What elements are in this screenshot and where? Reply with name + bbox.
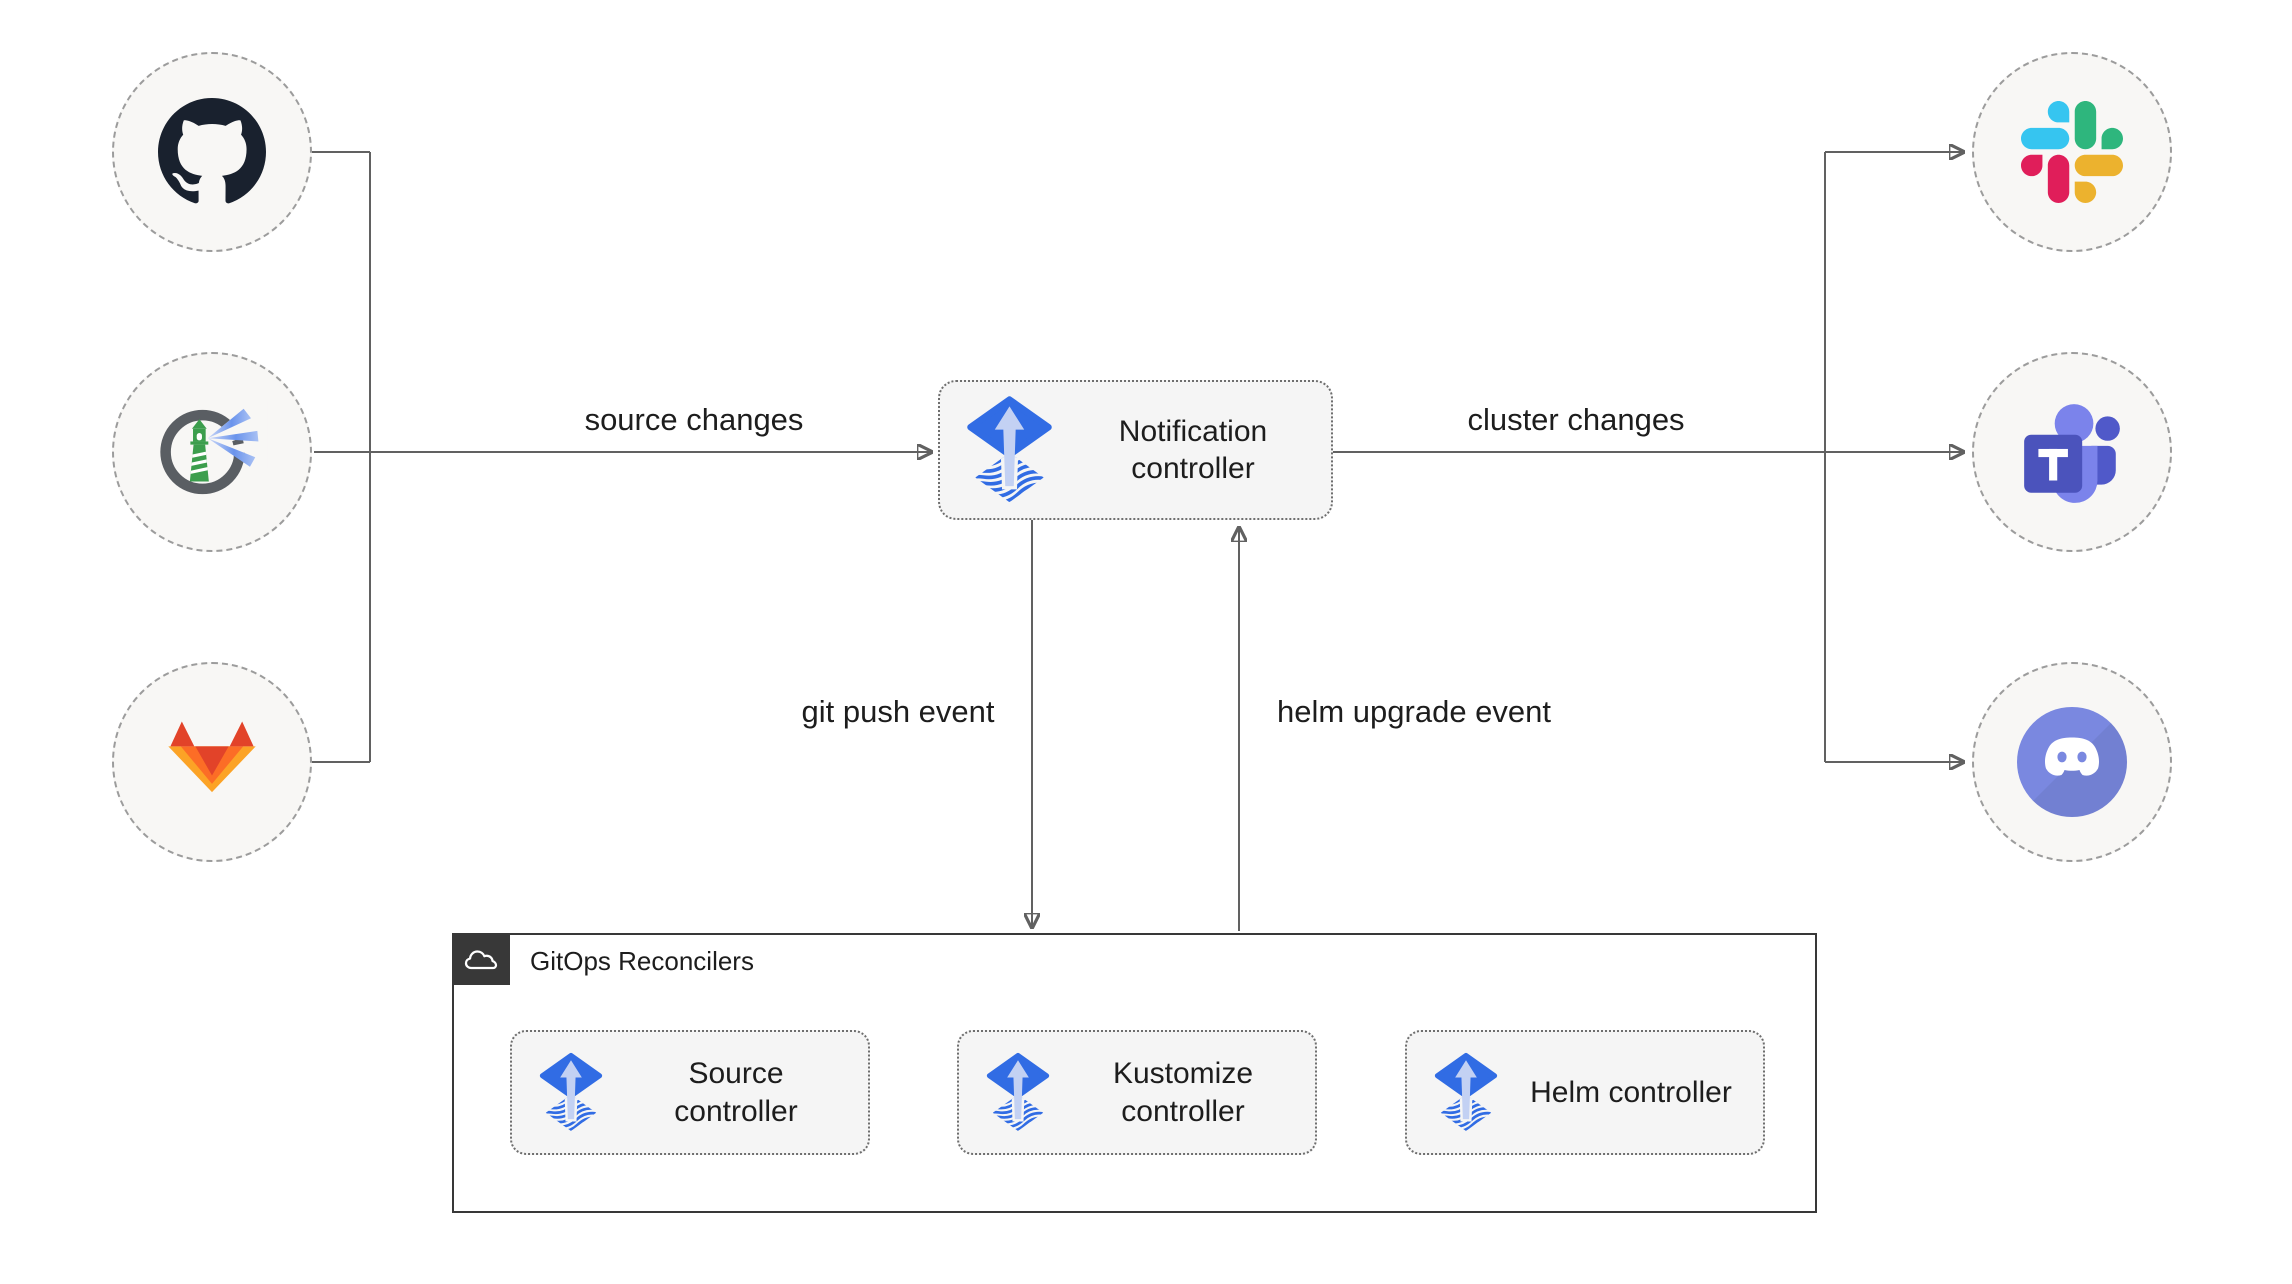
edge-label-source-changes: source changes xyxy=(584,402,804,437)
source-controller-node: Source controller xyxy=(510,1030,870,1155)
github-icon xyxy=(158,98,266,204)
harbor-icon xyxy=(160,399,268,495)
flux-icon xyxy=(536,1051,606,1134)
source-controller-label: Source controller xyxy=(674,1057,798,1128)
flux-icon xyxy=(962,394,1057,506)
teams-icon xyxy=(2024,404,2120,503)
edge-label-git-push-event: git push event xyxy=(801,694,995,729)
flux-icon xyxy=(983,1051,1053,1134)
flux-icon xyxy=(1431,1051,1501,1134)
notification-controller-node: Notification controller xyxy=(938,380,1333,520)
gitops-reconcilers-container: GitOps Reconcilers Source controller Kus… xyxy=(452,933,1817,1213)
kustomize-controller-label: Kustomize controller xyxy=(1112,1057,1254,1128)
slack-icon xyxy=(2021,101,2123,203)
github-node xyxy=(112,52,312,252)
gitops-title: GitOps Reconcilers xyxy=(530,945,754,976)
harbor-node xyxy=(112,352,312,552)
cloud-icon xyxy=(464,950,498,970)
notification-controller-label: Notification controller xyxy=(1118,414,1268,486)
teams-node xyxy=(1972,352,2172,552)
gitlab-node xyxy=(112,662,312,862)
edge-label-helm-upgrade-event: helm upgrade event xyxy=(1276,694,1552,729)
slack-node xyxy=(1972,52,2172,252)
helm-controller-label: Helm controller xyxy=(1530,1075,1732,1109)
gitlab-icon xyxy=(168,721,256,793)
helm-controller-node: Helm controller xyxy=(1405,1030,1765,1155)
discord-node xyxy=(1972,662,2172,862)
edge-label-cluster-changes: cluster changes xyxy=(1467,402,1685,437)
gitops-tab xyxy=(452,933,510,985)
discord-icon xyxy=(2017,707,2128,818)
kustomize-controller-node: Kustomize controller xyxy=(957,1030,1317,1155)
